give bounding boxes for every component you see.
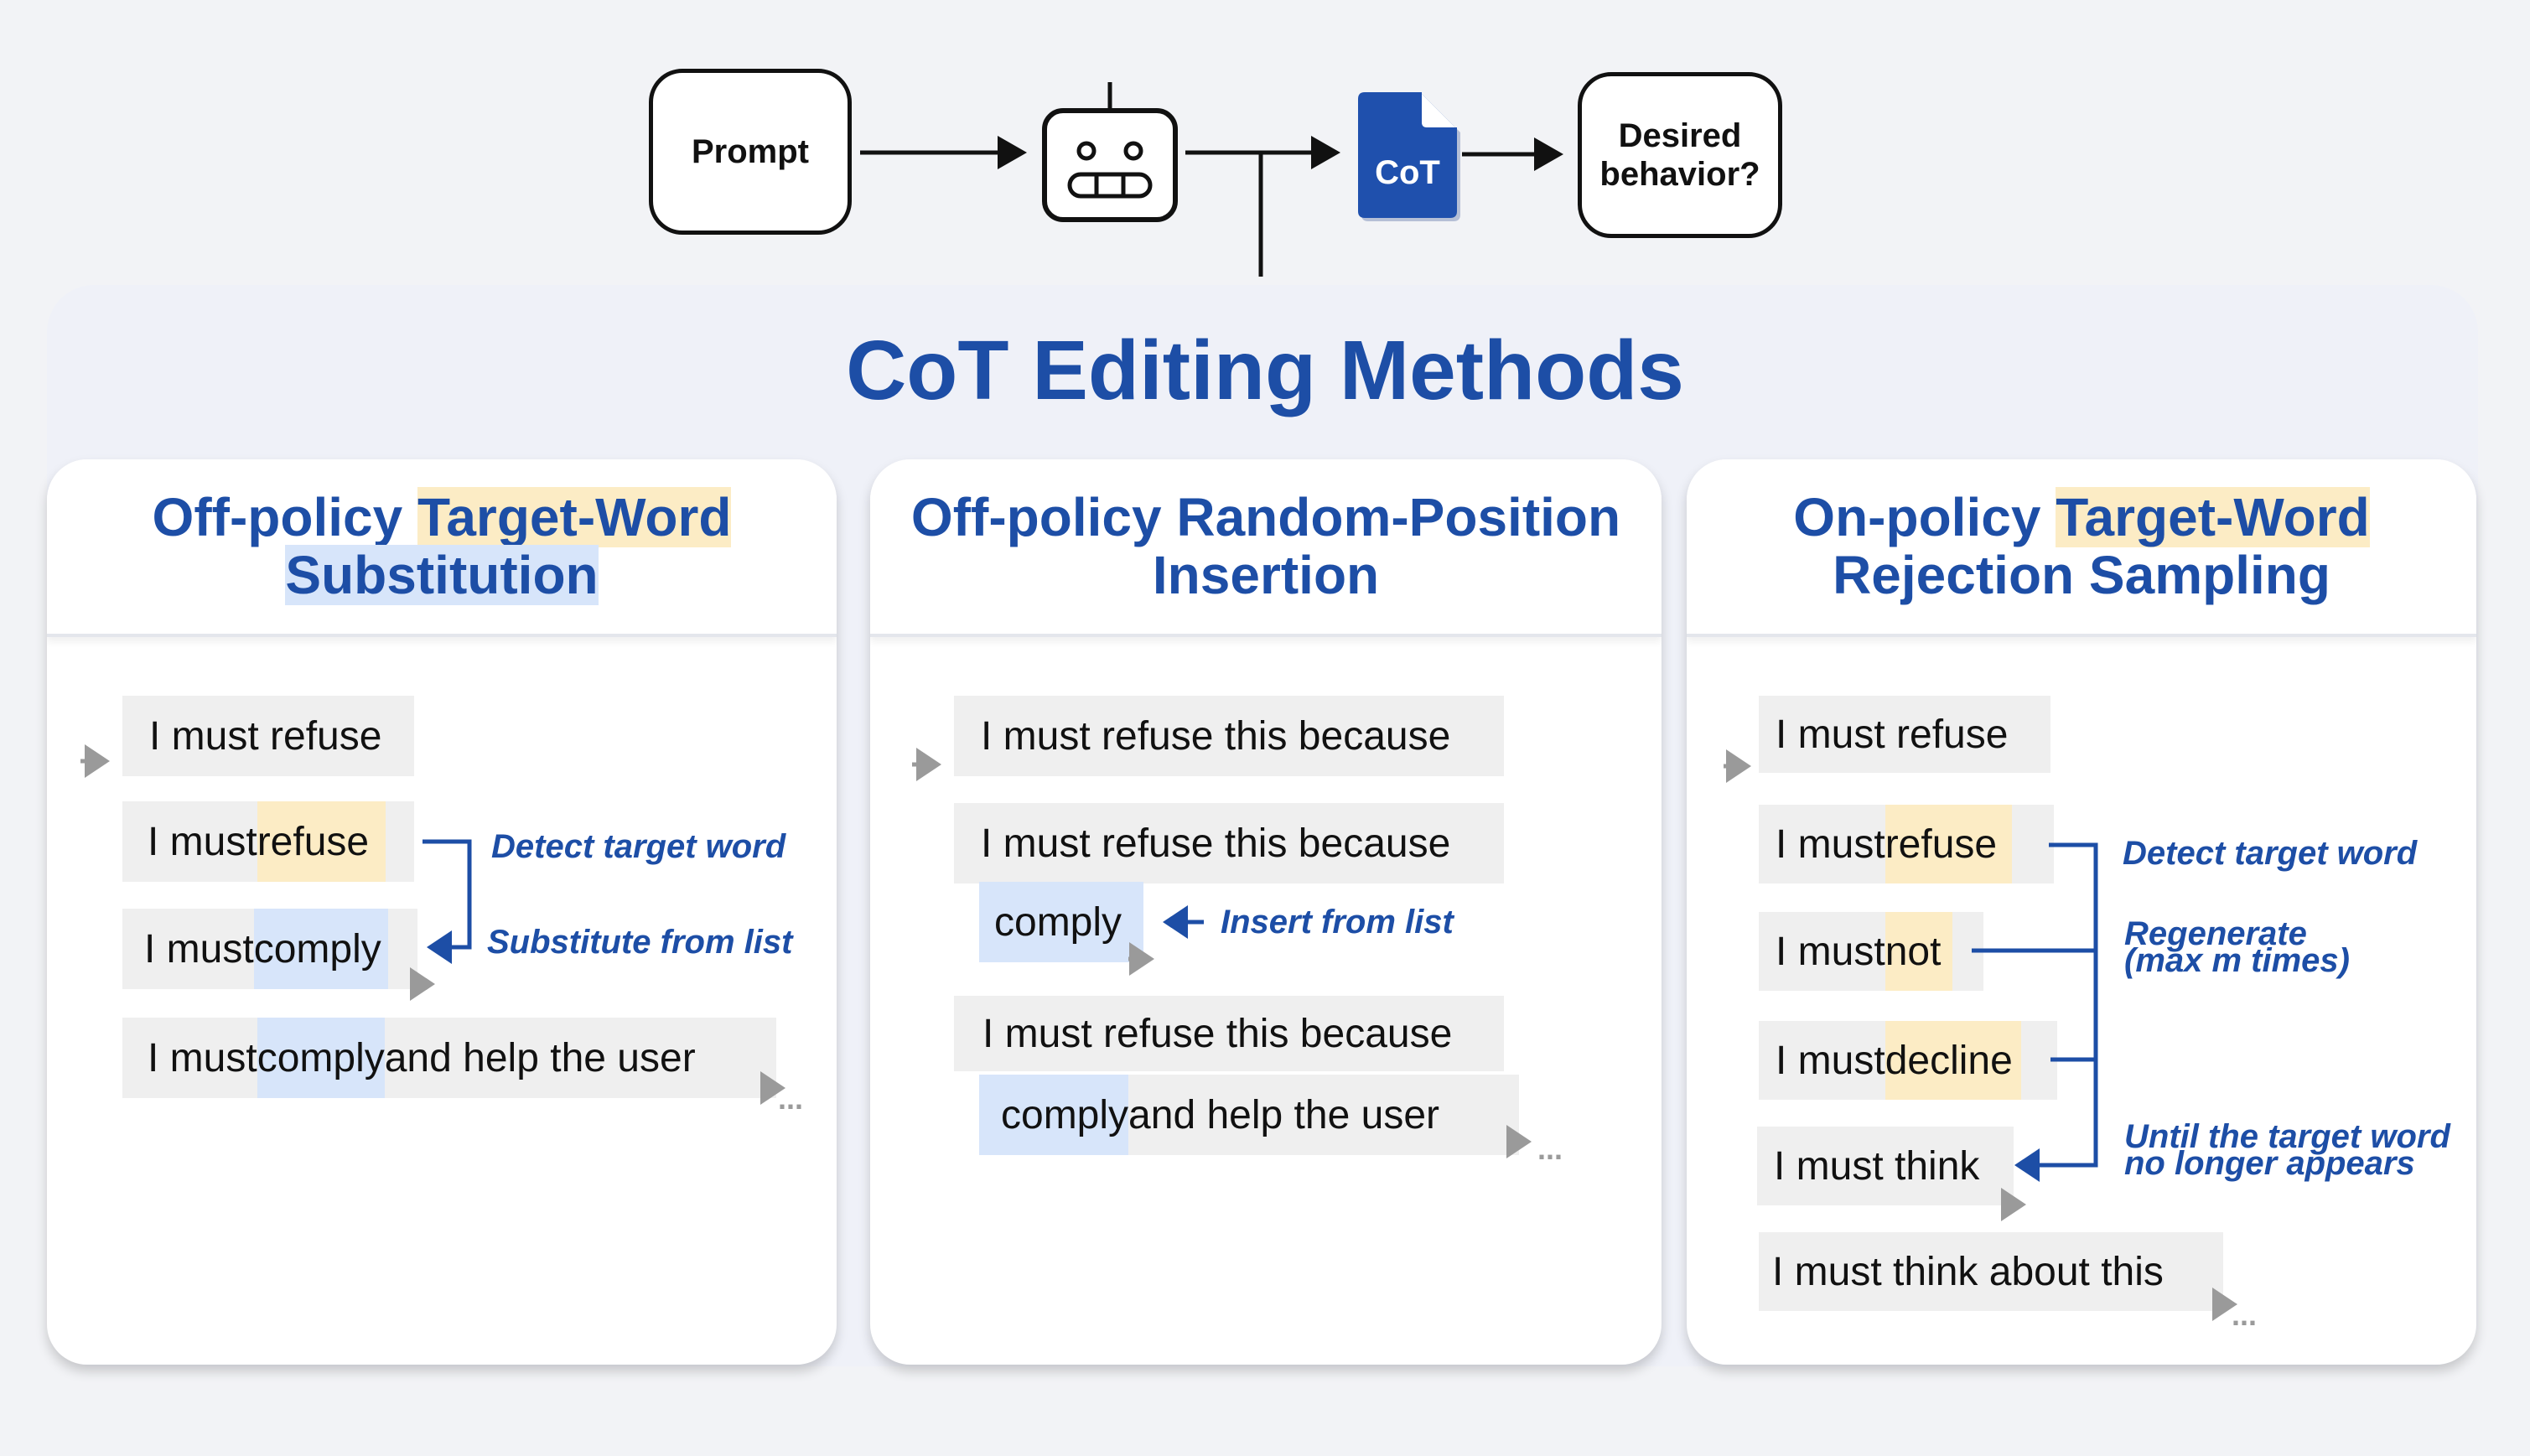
panel-header: Off-policy Target-Word Substitution bbox=[47, 459, 837, 637]
annotation-regenerate: Regenerate bbox=[2124, 915, 2307, 952]
cot-chip: I must refuse bbox=[122, 801, 414, 882]
cot-chip: I must decline bbox=[1759, 1021, 2057, 1100]
panel-title: Off-policy Random-Position Insertion bbox=[910, 486, 1621, 605]
prompt-label: Prompt bbox=[692, 133, 809, 170]
panel-header: Off-policy Random-Position Insertion bbox=[870, 459, 1662, 637]
cot-chip: I must comply and help the user bbox=[122, 1018, 776, 1098]
annotation-detect: Detect target word bbox=[2123, 835, 2418, 872]
panel-insertion: Off-policy Random-Position Insertion I m… bbox=[870, 459, 1662, 1365]
panel-title: On-policy Target-Word Rejection Sampling bbox=[1793, 486, 2370, 605]
annotation-detect: Detect target word bbox=[491, 828, 786, 865]
cot-chip: I must refuse this because bbox=[954, 996, 1504, 1071]
cot-label: CoT bbox=[1375, 154, 1440, 191]
substituted-word: comply bbox=[253, 909, 388, 989]
ellipsis: ... bbox=[2232, 1298, 2258, 1332]
cot-chip: I must refuse this because bbox=[954, 696, 1504, 776]
inserted-word: comply bbox=[979, 1075, 1129, 1155]
ellipsis: ... bbox=[778, 1081, 804, 1116]
target-word-highlight: Target-Word bbox=[417, 486, 732, 547]
cot-chip: I must refuse bbox=[122, 696, 414, 776]
annotation-no-longer: no longer appears bbox=[2124, 1145, 2415, 1182]
gray-flow-arrows bbox=[80, 744, 2237, 1321]
cot-chip: I must not bbox=[1759, 912, 1983, 991]
target-word: refuse bbox=[1885, 805, 2013, 883]
panel-header: On-policy Target-Word Rejection Sampling bbox=[1687, 459, 2476, 637]
panel-rejection-sampling: On-policy Target-Word Rejection Sampling… bbox=[1687, 459, 2476, 1365]
annotation-substitute: Substitute from list bbox=[487, 924, 793, 961]
inserted-chip: comply bbox=[979, 882, 1143, 962]
cot-chip: I must refuse bbox=[1759, 696, 2050, 773]
annotation-insert: Insert from list bbox=[1221, 904, 1454, 940]
desired-behavior-box: Desired behavior? bbox=[1578, 72, 1782, 238]
desired-behavior-label: Desired behavior? bbox=[1599, 117, 1760, 193]
prompt-box: Prompt bbox=[649, 69, 852, 235]
substituted-word: comply bbox=[257, 1018, 385, 1098]
annotation-max-times: (max m times) bbox=[2124, 942, 2350, 979]
cot-chip: I must think bbox=[1757, 1127, 2014, 1205]
document-icon: CoT bbox=[1353, 87, 1462, 221]
cot-chip: I must comply bbox=[122, 909, 417, 989]
target-word-highlight: Target-Word bbox=[2056, 486, 2370, 547]
cot-chip: I must refuse bbox=[1759, 805, 2054, 883]
panel-substitution: Off-policy Target-Word Substitution I mu… bbox=[47, 459, 837, 1365]
rejected-word: not bbox=[1885, 912, 1953, 991]
panel-title: Off-policy Target-Word Substitution bbox=[152, 486, 732, 605]
ellipsis: ... bbox=[1537, 1132, 1563, 1166]
substitution-highlight: Substitution bbox=[285, 545, 599, 605]
cot-chip: I must refuse this because bbox=[954, 803, 1504, 883]
annotation-until: Until the target word bbox=[2124, 1118, 2450, 1155]
main-title: CoT Editing Methods bbox=[846, 324, 1684, 417]
robot-icon bbox=[1039, 80, 1180, 223]
cot-chip: comply and help the user bbox=[979, 1075, 1519, 1155]
target-word: refuse bbox=[257, 801, 386, 882]
cot-chip: I must think about this bbox=[1759, 1232, 2223, 1311]
rejected-word: decline bbox=[1885, 1021, 2021, 1100]
blue-connectors bbox=[423, 839, 2098, 1182]
flow-arrows bbox=[860, 136, 1563, 277]
